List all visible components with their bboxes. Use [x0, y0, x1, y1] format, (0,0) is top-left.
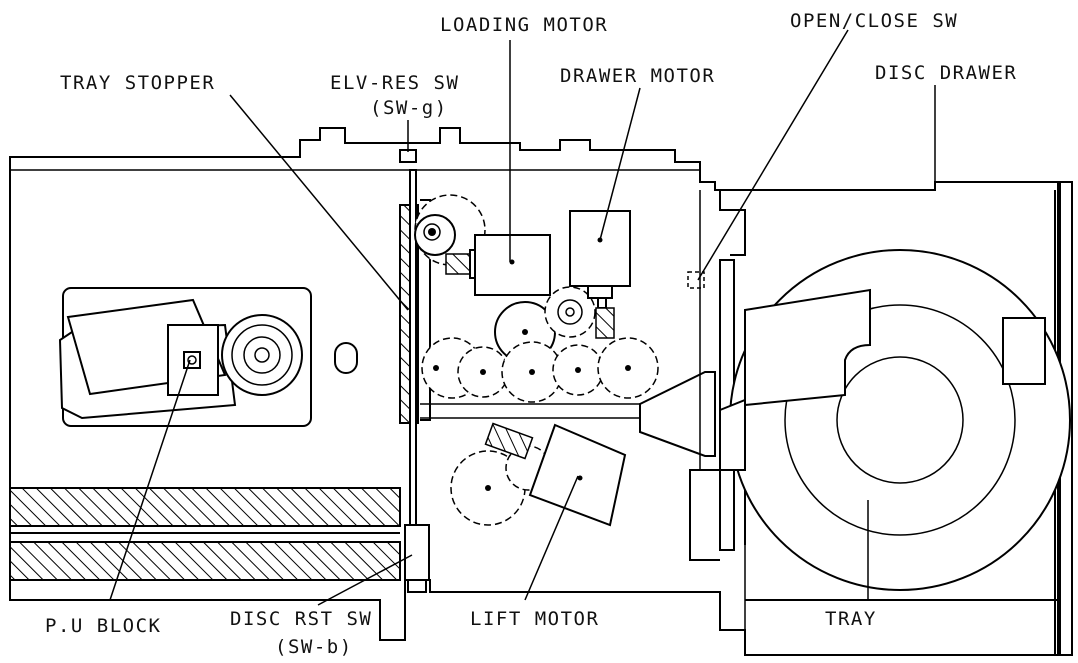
label-disc-rst-sw: DISC RST SW	[230, 608, 373, 630]
lift-motor-assembly	[450, 422, 627, 527]
pu-block	[58, 287, 358, 427]
internal-frame	[420, 190, 746, 561]
label-disc-rst-sw-code: (SW-b)	[275, 636, 353, 658]
leader-tray-stopper	[229, 94, 409, 311]
label-loading-motor: LOADING MOTOR	[440, 14, 609, 36]
leader-lines	[109, 29, 936, 606]
label-disc-drawer: DISC DRAWER	[875, 62, 1018, 84]
leader-drawer-motor	[599, 87, 641, 241]
leader-open-close	[697, 29, 849, 281]
open-close-switch	[687, 271, 705, 289]
loading-motor	[474, 234, 551, 296]
label-tray-stopper: TRAY STOPPER	[60, 72, 216, 94]
leader-lift-motor	[524, 475, 579, 601]
label-open-close-sw: OPEN/CLOSE SW	[790, 10, 959, 32]
label-tray: TRAY	[825, 608, 877, 630]
tray-clamp	[1002, 317, 1046, 385]
label-elv-res-sw: ELV-RES SW	[330, 72, 460, 94]
label-lift-motor: LIFT MOTOR	[470, 608, 600, 630]
disc-drawer	[719, 181, 1073, 656]
lift-motor	[528, 423, 627, 527]
label-elv-res-sw-code: (SW-g)	[370, 97, 448, 119]
guide-rails	[9, 487, 401, 581]
leader-disc-rst	[317, 554, 413, 606]
chassis	[9, 127, 1061, 656]
leader-pu-block	[109, 359, 191, 601]
label-drawer-motor: DRAWER MOTOR	[560, 65, 716, 87]
drawer-motor	[569, 210, 631, 339]
disc-rst-switch	[404, 524, 430, 581]
tray-arm-left	[744, 288, 871, 407]
label-pu-block: P.U BLOCK	[45, 615, 162, 637]
